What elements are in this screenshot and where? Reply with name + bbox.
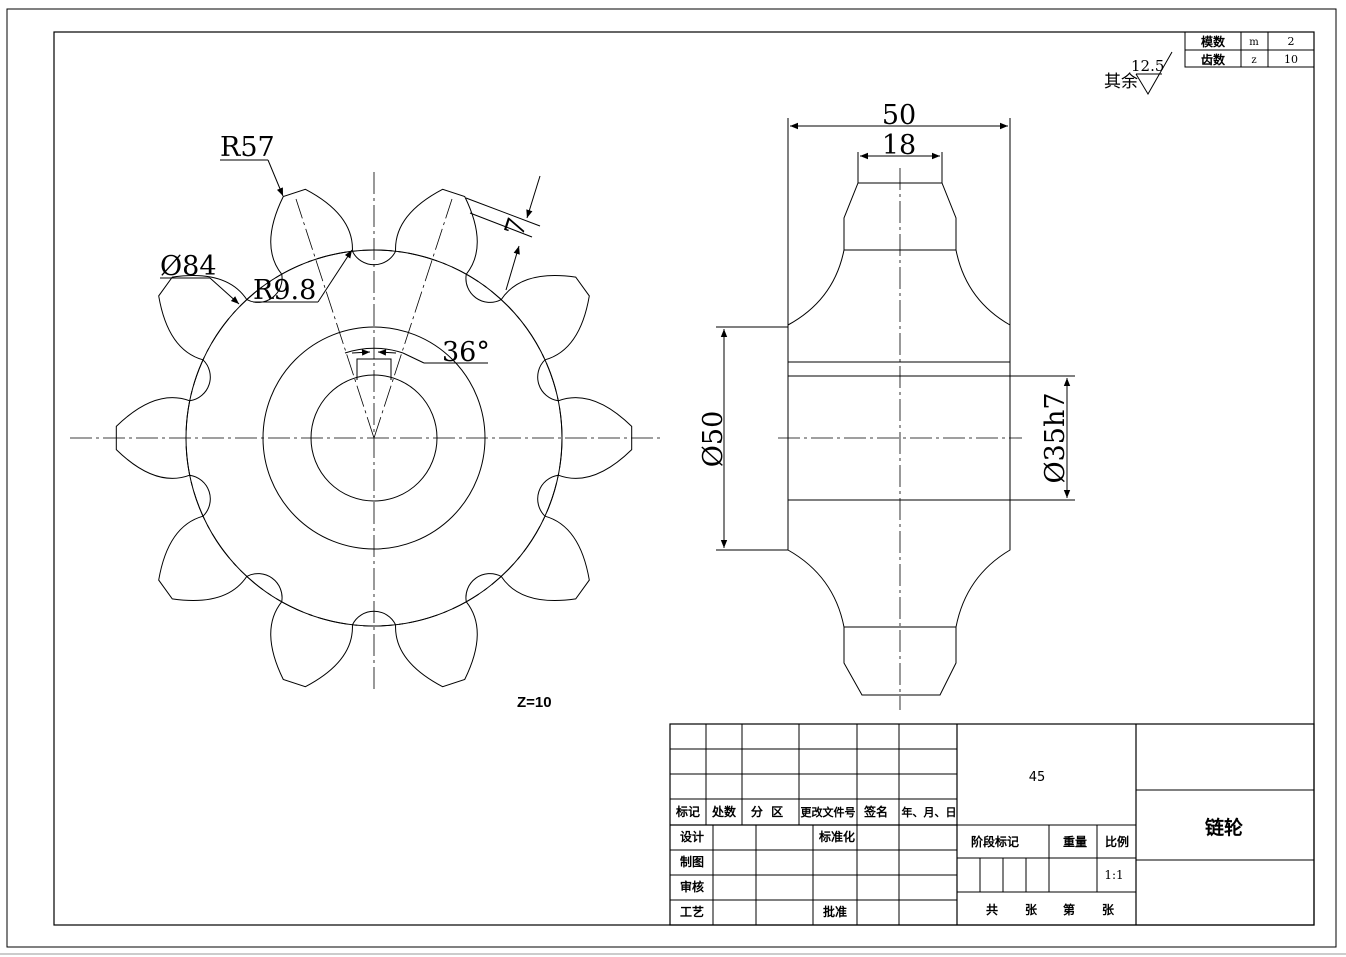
tb-check: 审核 — [680, 879, 704, 894]
tooth-centerline-right — [373, 198, 453, 439]
r98-leader — [317, 249, 353, 303]
tb-page: 第 — [1063, 902, 1075, 917]
tooth-height-ext-2 — [469, 212, 533, 238]
r57-leader — [267, 159, 284, 197]
tooth-height-arrow-bottom — [505, 245, 520, 291]
tb-design: 设计 — [680, 829, 704, 844]
tooth-height-ext-1 — [465, 197, 541, 227]
roughness-value: 12.5 — [1131, 57, 1164, 75]
tb-count: 处数 — [711, 804, 737, 819]
tb-signature: 签名 — [863, 804, 888, 819]
tb-date: 年、月、日 — [902, 805, 957, 819]
param-row-2-value: 10 — [1284, 53, 1298, 66]
d84-leader — [209, 277, 240, 305]
tb-ratio: 比例 — [1105, 834, 1129, 849]
param-row-1-value: 2 — [1288, 35, 1295, 48]
root-radius-label: R9.8 — [253, 275, 316, 306]
angle-leader — [402, 352, 425, 364]
tb-draw: 制图 — [680, 854, 704, 869]
part-name: 链轮 — [1205, 816, 1243, 839]
tb-sheets: 张 — [1025, 902, 1038, 917]
tooth-width-label: 18 — [882, 130, 916, 161]
tb-approve: 批准 — [823, 904, 847, 919]
tooth-height-arrow-top — [526, 175, 541, 219]
bore-label: Ø35h7 — [1040, 392, 1071, 483]
tooth-centerline-left — [295, 198, 375, 439]
title-block: 标记 处数 分 区 更改文件号 签名 年、月、日 设计 标准化 制图 审核 工艺… — [669, 723, 1315, 926]
tb-process: 工艺 — [680, 904, 704, 919]
param-table: 模数 m 2 齿数 z 10 — [1184, 31, 1315, 68]
angle-arrow-left — [351, 349, 371, 356]
sprocket-section-view: 50 18 Ø50 Ø35h7 — [698, 100, 1075, 710]
hub-dia-label: Ø50 — [698, 411, 729, 468]
tb-standardize: 标准化 — [818, 829, 855, 844]
tb-stage: 阶段标记 — [971, 834, 1019, 849]
section-hatch-bottom — [787, 499, 1011, 628]
param-row-1-symbol: m — [1249, 37, 1259, 48]
tb-total: 共 — [986, 902, 998, 917]
tb-weight: 重量 — [1063, 834, 1087, 849]
inner-frame — [53, 31, 1315, 926]
tooth-height-label: 7 — [499, 214, 534, 240]
angle-arc — [344, 347, 404, 354]
teeth-count-label: Z=10 — [517, 694, 552, 711]
tb-mark: 标记 — [675, 804, 700, 819]
roughness-other-label: 其余 — [1104, 72, 1138, 92]
pitch-dia-label: Ø84 — [160, 251, 217, 282]
bore-outline — [787, 361, 1011, 501]
scale-value: 1:1 — [1104, 868, 1123, 882]
outer-border — [6, 8, 1337, 948]
overall-width-label: 50 — [882, 100, 916, 131]
sprocket-front-view: R57 Ø84 R9.8 7 36° Z=10 — [70, 132, 660, 711]
roughness-check-icon — [1135, 51, 1173, 95]
tb-change-doc: 更改文件号 — [801, 805, 856, 819]
tb-sheets2: 张 — [1102, 902, 1115, 917]
param-row-2-symbol: z — [1251, 55, 1256, 66]
tb-zone: 分 区 — [751, 804, 783, 819]
material-value: 45 — [1029, 770, 1046, 785]
angle-arrow-right — [377, 349, 397, 356]
section-hatch-top — [787, 249, 1011, 363]
tooth-bottom-outline — [843, 627, 957, 696]
surface-finish-symbol: 12.5 其余 — [1104, 51, 1173, 95]
param-row-1-name: 模数 — [1201, 34, 1226, 49]
tip-radius-label: R57 — [220, 132, 275, 163]
param-row-2-name: 齿数 — [1201, 52, 1226, 67]
tooth-angle-label: 36° — [442, 337, 490, 368]
